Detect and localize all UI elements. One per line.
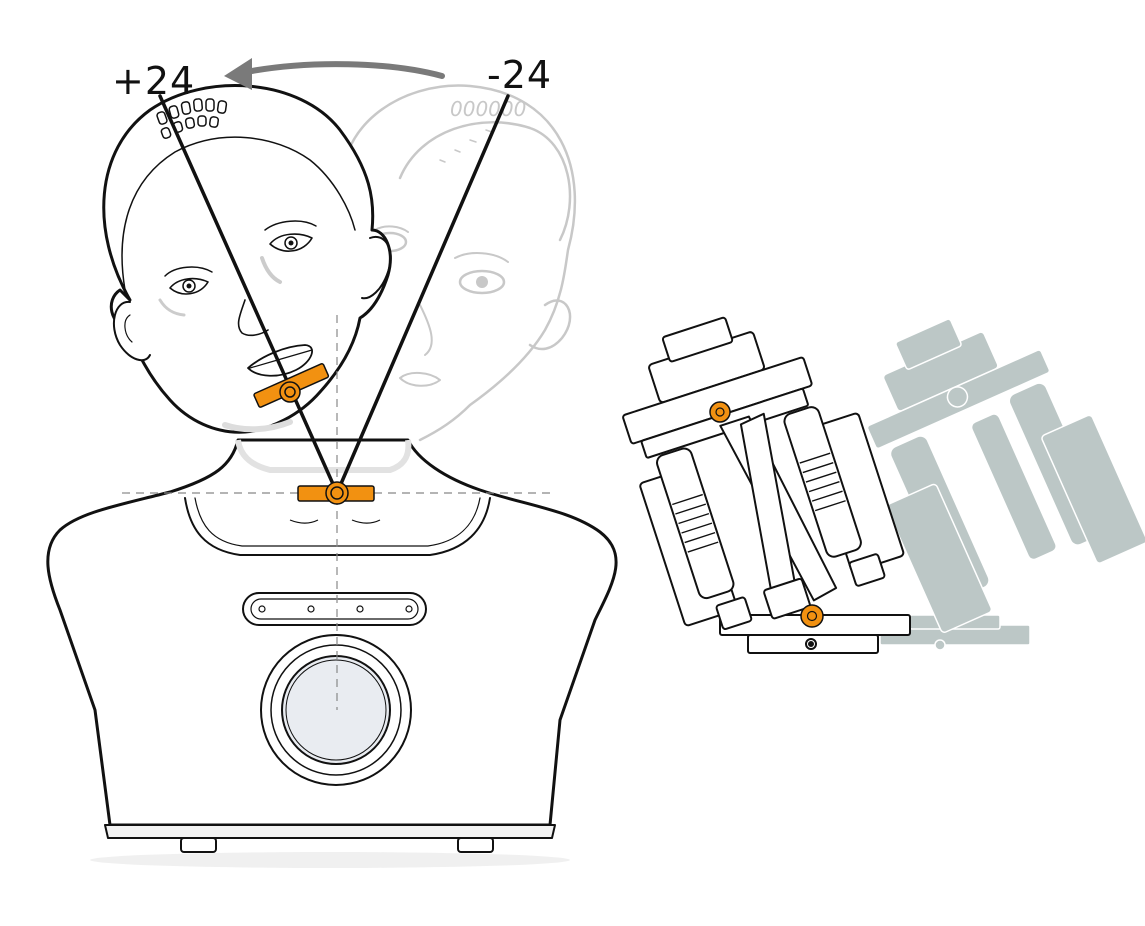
collarbone-lines <box>289 519 381 524</box>
main-head-tilted <box>102 84 392 434</box>
base-plate <box>104 824 556 839</box>
neck-shading <box>235 439 412 473</box>
axis-minus <box>335 94 510 495</box>
rotation-axes <box>158 94 510 495</box>
svg-text:000000: 000000 <box>450 97 526 121</box>
eye-right <box>264 220 317 252</box>
head-outline <box>102 84 392 434</box>
ear-left <box>112 300 151 362</box>
torso-outline <box>46 438 618 827</box>
mechanism-pivot-top <box>709 401 731 423</box>
axis-plus <box>158 94 339 495</box>
foot-left <box>180 837 217 853</box>
pivot-joint-icon <box>253 363 330 408</box>
collar-outline <box>184 497 491 556</box>
floor-shadow <box>90 852 570 868</box>
robot-bust <box>46 438 618 853</box>
neck-joint <box>297 481 375 505</box>
nose <box>237 299 269 337</box>
eye-left <box>164 266 213 295</box>
angle-label-plus: +24 <box>112 59 196 103</box>
ghost-mechanism <box>866 318 1145 651</box>
mechanism-pivot-bottom <box>800 604 824 628</box>
angle-label-minus: -24 <box>487 53 553 97</box>
curved-arrow-left-icon <box>224 58 445 90</box>
ghost-head-rotated: 000000 <box>341 84 577 442</box>
chest-light-bar <box>242 592 427 626</box>
foot-right <box>457 837 494 853</box>
neck-mechanism <box>622 316 911 654</box>
speaker-lens <box>281 655 391 765</box>
